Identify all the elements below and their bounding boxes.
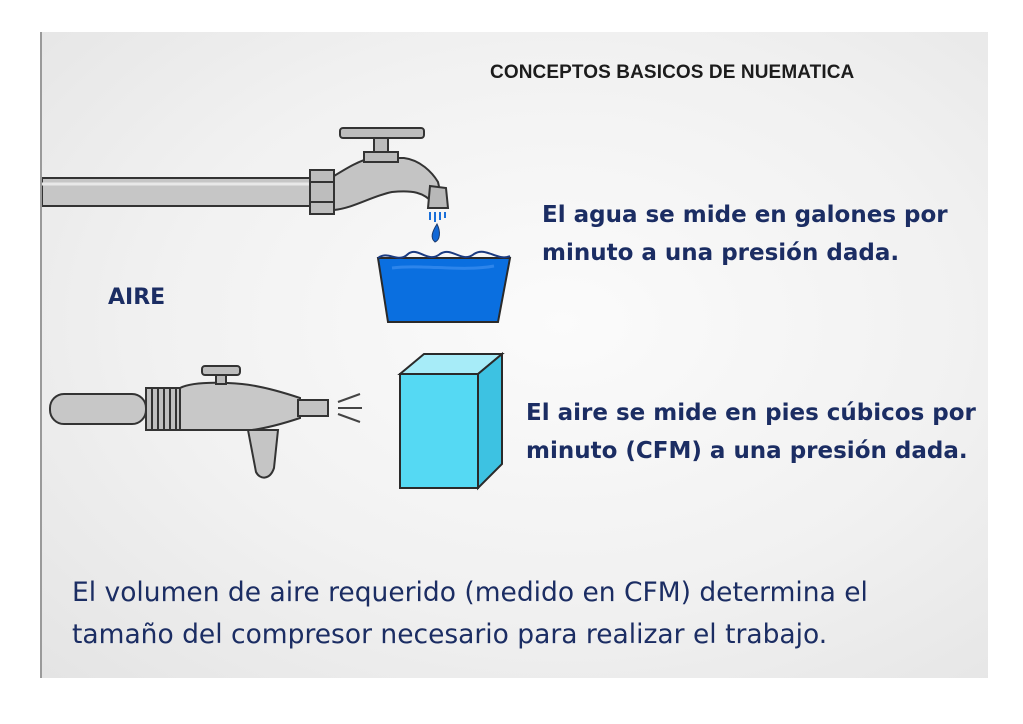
water-description-line-1: El agua se mide en galones por: [542, 202, 948, 228]
air-flow-icon: [337, 393, 362, 423]
air-label: AIRE: [108, 285, 166, 310]
air-description-line-1: El aire se mide en pies cúbicos por: [526, 400, 976, 426]
slide-title: CONCEPTOS BASICOS DE NUEMATICA: [490, 62, 855, 83]
air-nozzle-icon: [49, 365, 329, 479]
slide: CONCEPTOS BASICOS DE NUEMATICA El agua s…: [40, 32, 988, 678]
summary-line-1: El volumen de aire requerido (medido en …: [72, 577, 868, 608]
water-description-line-2: minuto a una presión dada.: [542, 240, 900, 266]
water-faucet-icon: [42, 127, 450, 215]
water-bucket-icon: [376, 250, 512, 323]
summary-text: El volumen de aire requerido (medido en …: [72, 572, 982, 656]
water-stream-icon: [429, 212, 446, 243]
water-description: El agua se mide en galones por minuto a …: [542, 196, 982, 272]
air-cube-icon: [397, 351, 505, 491]
illustration: [42, 127, 512, 491]
air-description-line-2: minuto (CFM) a una presión dada.: [526, 438, 968, 464]
air-description: El aire se mide en pies cúbicos por minu…: [526, 394, 986, 470]
summary-line-2: tamaño del compresor necesario para real…: [72, 619, 828, 650]
